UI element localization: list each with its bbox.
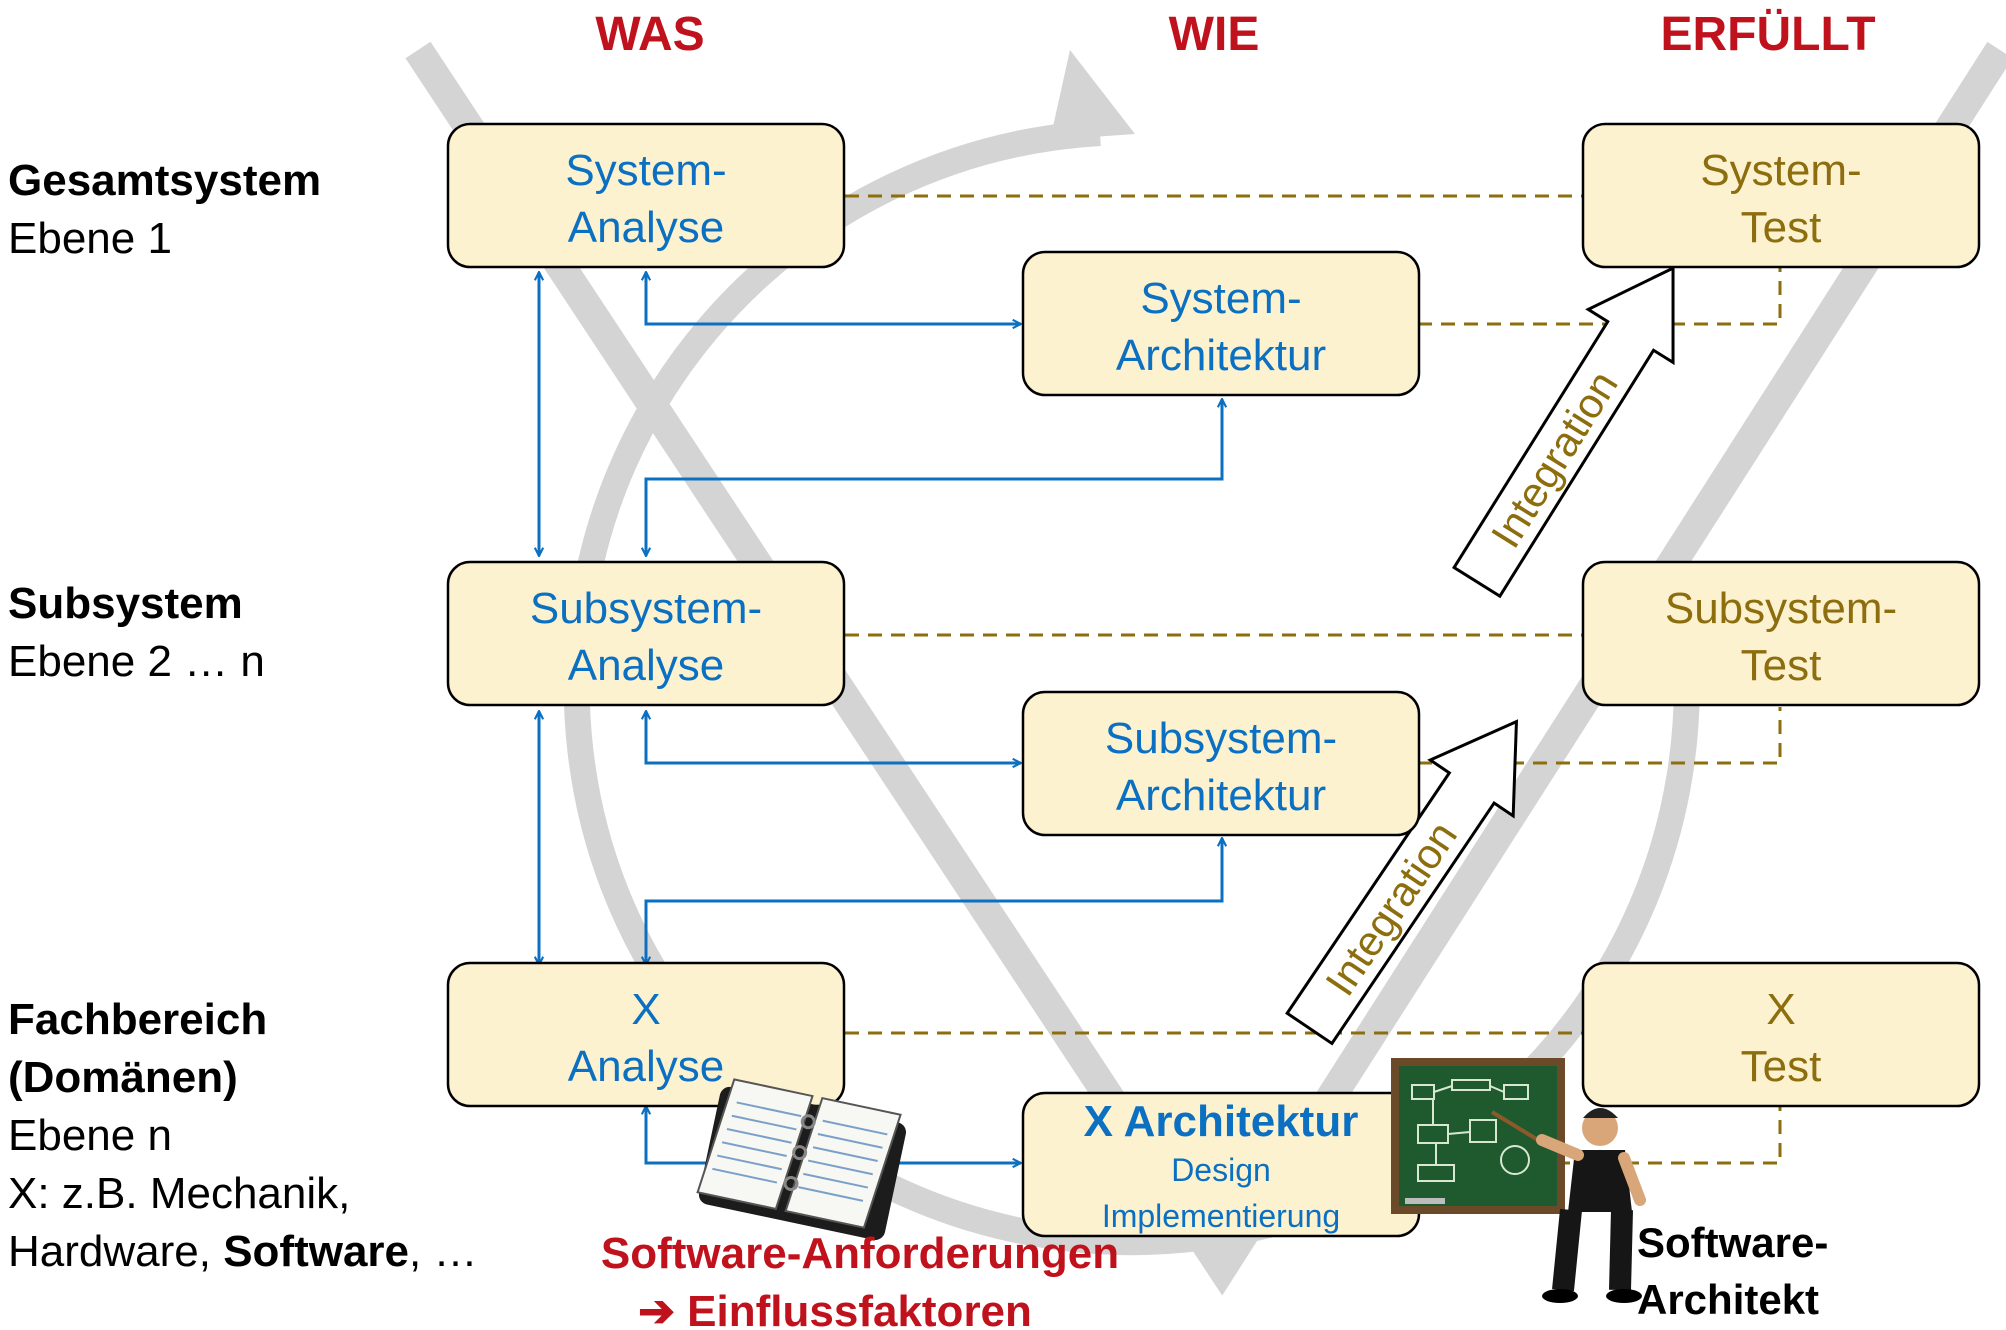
trace-lines [845,194,1782,1165]
box-line1: Subsystem- [1665,584,1897,633]
box-x-analyse: X Analyse [446,961,846,1108]
architect-figure-icon [1490,1108,1646,1303]
connector-system-analyse-architektur [646,272,1021,324]
box-system-analyse: System- Analyse [446,122,846,269]
level-label-fachbereich: Fachbereich (Domänen) Ebene n X: z.B. Me… [8,995,477,1276]
box-line2: Analyse [568,641,725,690]
influence-factors-label: ➔ Einflussfaktoren [638,1287,1032,1330]
connector-lines [539,272,1222,1163]
level-label-gesamtsystem: Gesamtsystem Ebene 1 [8,156,321,263]
box-subsystem-analyse: Subsystem- Analyse [446,560,846,707]
box-line2: Test [1741,641,1822,690]
box-subsystem-test: Subsystem- Test [1581,560,1981,707]
level-sub: Ebene n [8,1111,172,1160]
column-heading-wie: WIE [1169,8,1260,61]
box-line1: System- [1140,274,1301,323]
box-x-test: X Test [1581,961,1981,1108]
box-line1: Subsystem- [530,584,762,633]
level-title-line2: (Domänen) [8,1053,238,1102]
box-frame [446,560,846,707]
box-line2: Architektur [1116,771,1326,820]
box-line2: Test [1741,1042,1822,1091]
notebook-icon [696,1078,906,1241]
box-line2: Analyse [568,1042,725,1091]
box-frame [446,122,846,269]
box-line1: Subsystem- [1105,714,1337,763]
connector-system-architektur-subsystem-analyse [646,399,1222,556]
box-line1: X [1766,985,1795,1034]
box-frame [1581,122,1981,269]
box-frame [446,961,846,1108]
connector-subsystem-architektur-x-analyse [646,838,1222,965]
box-frame [1021,250,1421,397]
box-title: X Architektur [1084,1097,1359,1146]
requirements-label: Software-Anforderungen [601,1229,1119,1278]
architect-label-line2: Architekt [1637,1276,1819,1323]
box-line2: Architektur [1116,331,1326,380]
level-example-2: Hardware, Software, … [8,1227,477,1276]
box-line2: Analyse [568,203,725,252]
level-title-line1: Fachbereich [8,995,267,1044]
box-subsystem-architektur: Subsystem- Architektur [1021,690,1421,837]
box-line1: X [631,985,660,1034]
box-line2: Test [1741,203,1822,252]
level-sub: Ebene 1 [8,214,172,263]
blackboard-icon [1391,1058,1565,1214]
box-frame [1581,560,1981,707]
box-line1: System- [565,146,726,195]
integration-arrow-shape [1285,719,1519,1046]
box-x-architektur: X Architektur Design Implementierung [1021,1091,1421,1238]
cycle-arrowhead [1050,50,1135,140]
box-line3: Implementierung [1102,1198,1340,1234]
level-title: Subsystem [8,579,243,628]
integration-label: Integration [1482,363,1627,556]
architect-label-line1: Software- [1637,1219,1828,1266]
connector-subsystem-analyse-architektur [646,711,1021,763]
box-frame [1021,690,1421,837]
level-title: Gesamtsystem [8,156,321,205]
box-frame [1581,961,1981,1108]
level-label-subsystem: Subsystem Ebene 2 … n [8,579,265,686]
box-line2: Design [1171,1152,1271,1188]
level-example: X: z.B. Mechanik, [8,1169,350,1218]
column-heading-was: WAS [595,8,704,61]
box-system-architektur: System- Architektur [1021,250,1421,397]
box-system-test: System- Test [1581,122,1981,269]
level-sub: Ebene 2 … n [8,637,265,686]
box-line1: System- [1700,146,1861,195]
column-heading-erfuellt: ERFÜLLT [1660,8,1875,61]
integration-arrow-shape [1452,265,1675,599]
